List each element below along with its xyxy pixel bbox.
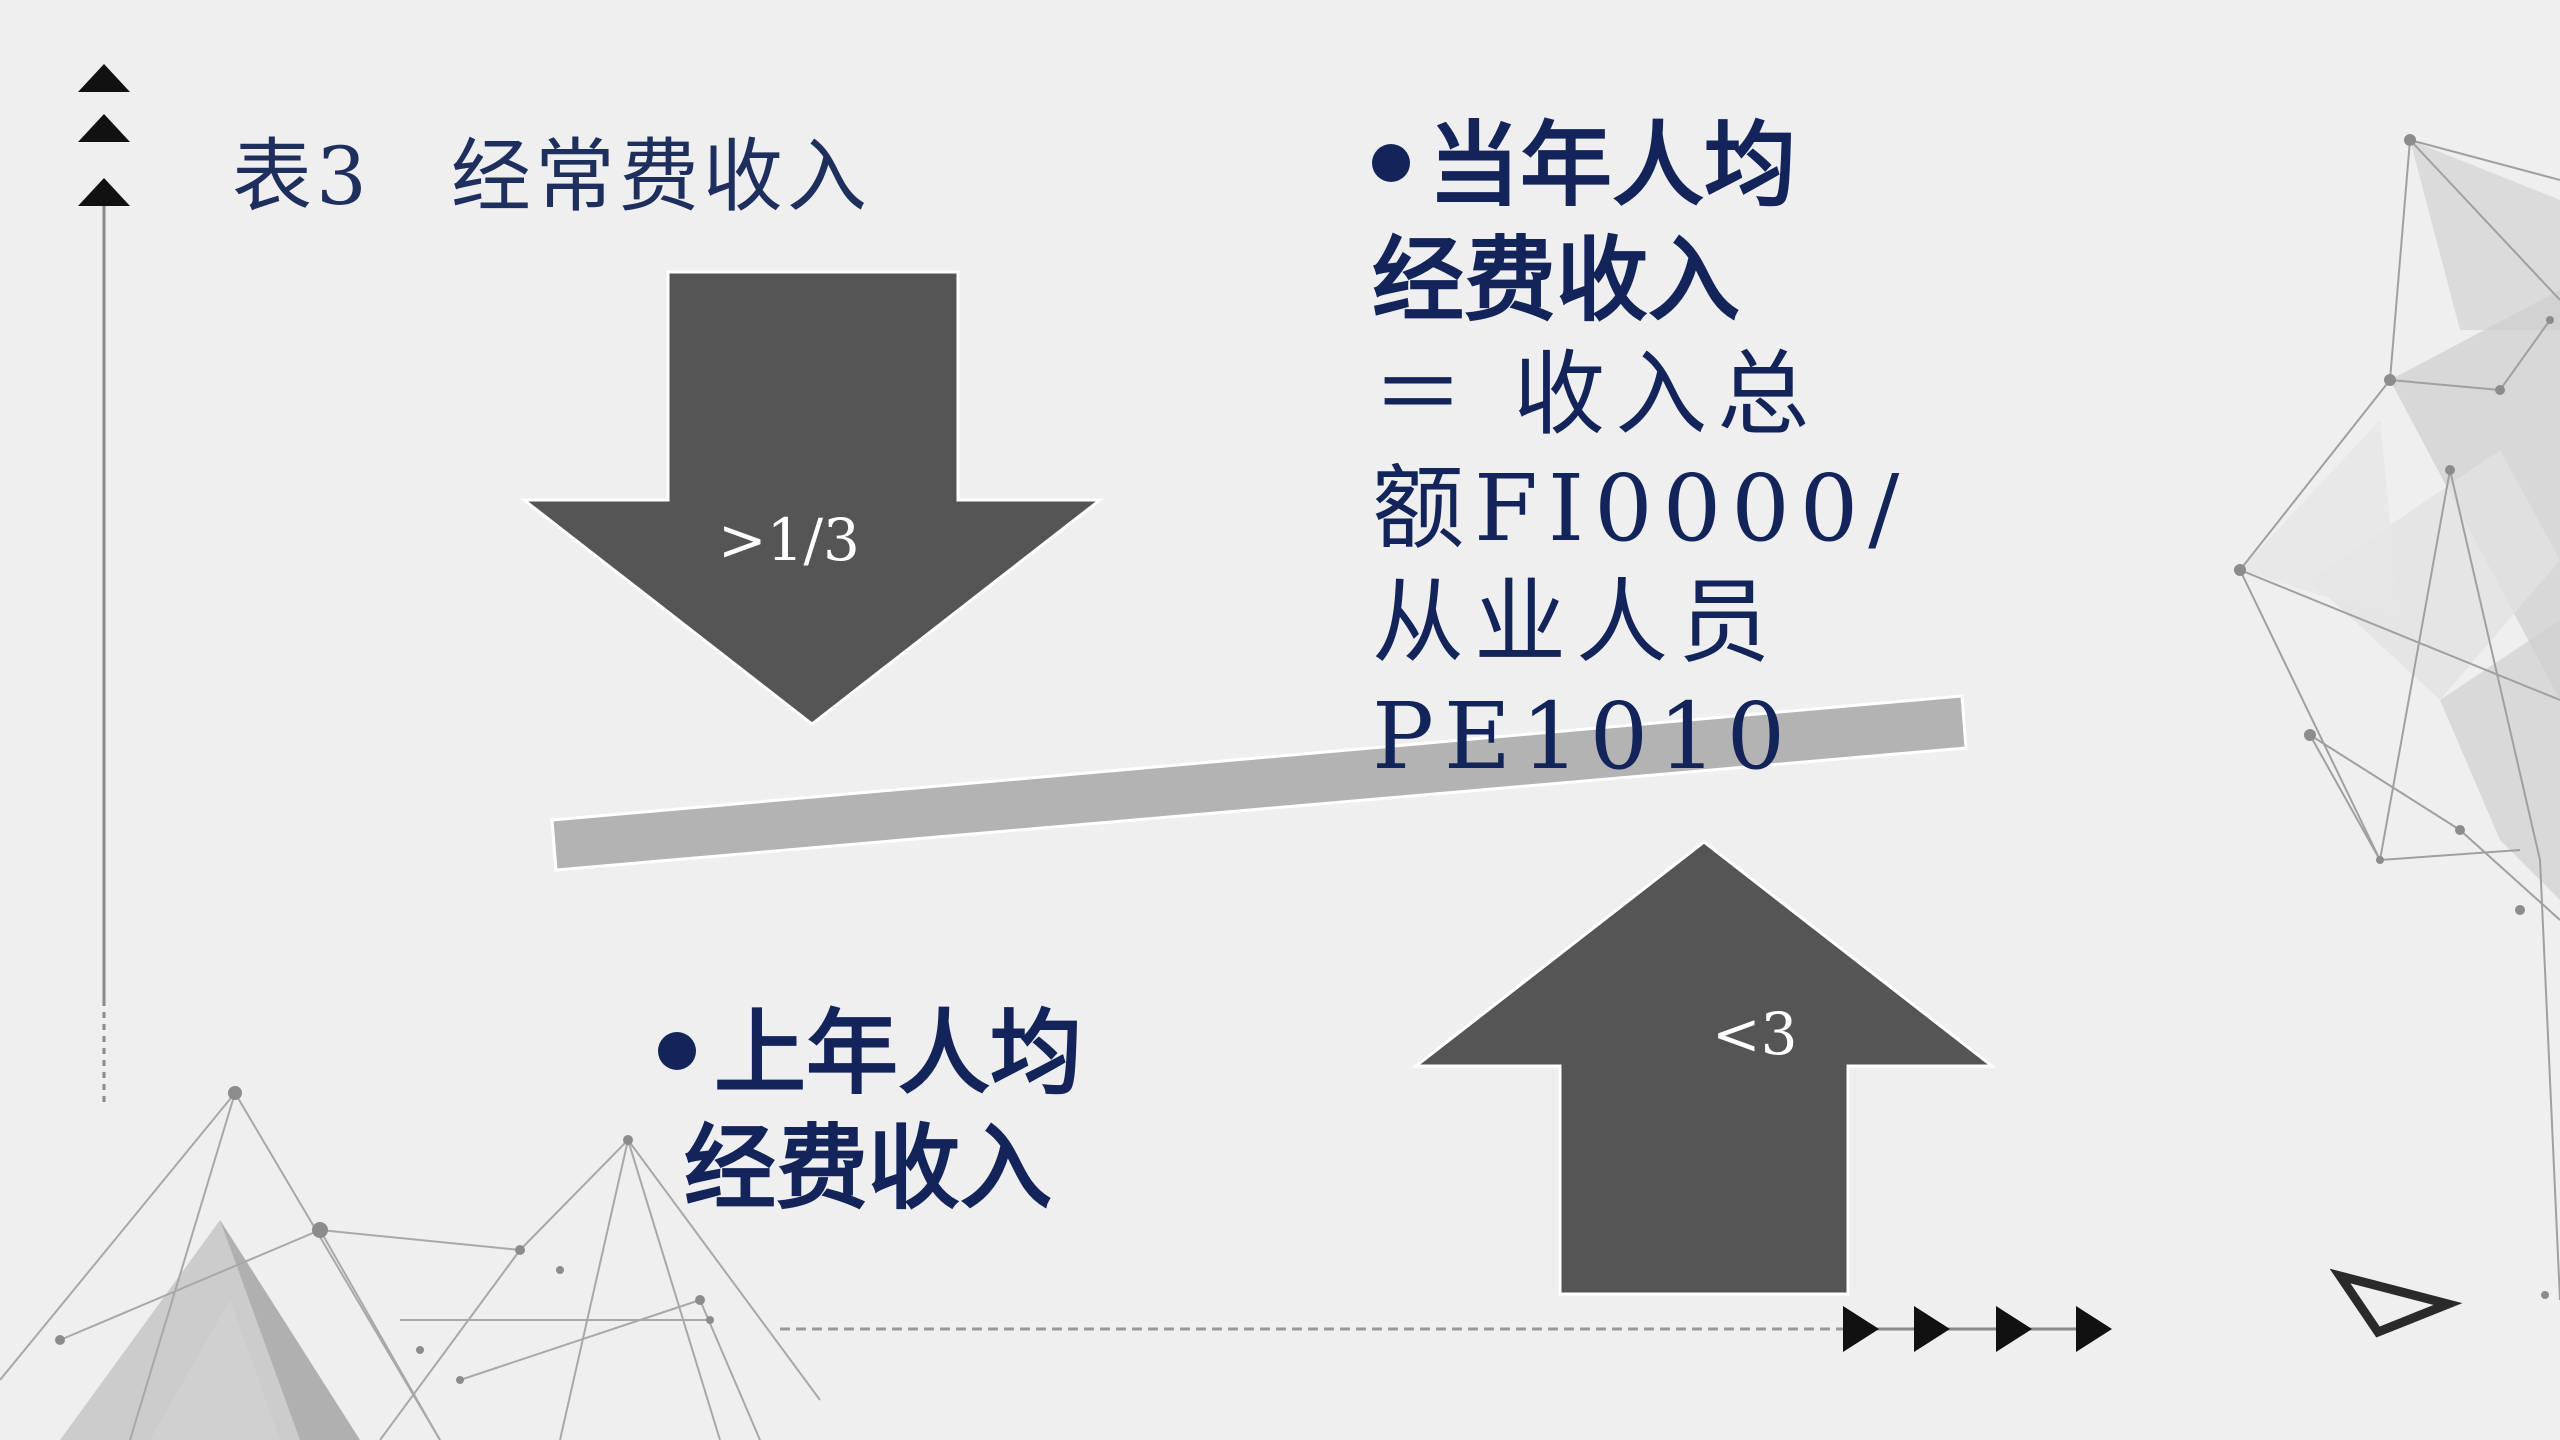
up-arrow [1411,840,1997,1296]
current-year-line1: 当年人均 [1428,111,1797,219]
current-year-line5: 从业人员 [1372,569,1781,676]
slide-title: 表3 经常费收入 [232,112,871,228]
left-timeline [78,64,130,1105]
triangle-right-icon [1996,1306,2032,1352]
title-text: 经常费收入 [450,130,871,223]
current-year-line3: ＝ 收入总 [1372,341,1820,448]
bottom-left-network [0,1086,821,1440]
triangle-right-icon [2076,1306,2112,1352]
triangle-up-icon [78,178,130,206]
current-year-line4: 额FI0000/ [1372,455,1910,562]
triangle-outline-icon [2329,1268,2463,1338]
balance-bar [550,694,1968,872]
triangle-up-icon [78,114,130,142]
bullet-icon [658,1032,696,1071]
down-arrow-label: >1/3 [718,506,860,574]
last-year-line2: 经费收入 [684,1114,1053,1222]
triangle-right-icon [1914,1306,1950,1352]
last-year-block: 上年人均 经费收入 [658,996,1082,1226]
current-year-line6: PE1010 [1372,683,1796,790]
title-prefix: 表3 [232,130,371,223]
bottom-timeline [780,1268,2463,1352]
current-year-line2: 经费收入 [1372,226,1741,334]
down-arrow [519,270,1105,726]
bullet-icon [1372,144,1410,183]
triangle-up-icon [78,64,130,92]
triangle-right-icon [1843,1306,1879,1352]
last-year-line1: 上年人均 [714,999,1083,1107]
current-year-block: 当年人均 经费收入 ＝ 收入总 额FI0000/ 从业人员 PE1010 [1372,108,1909,794]
right-network [2234,134,2560,1301]
up-arrow-label: <3 [1712,1000,1798,1068]
